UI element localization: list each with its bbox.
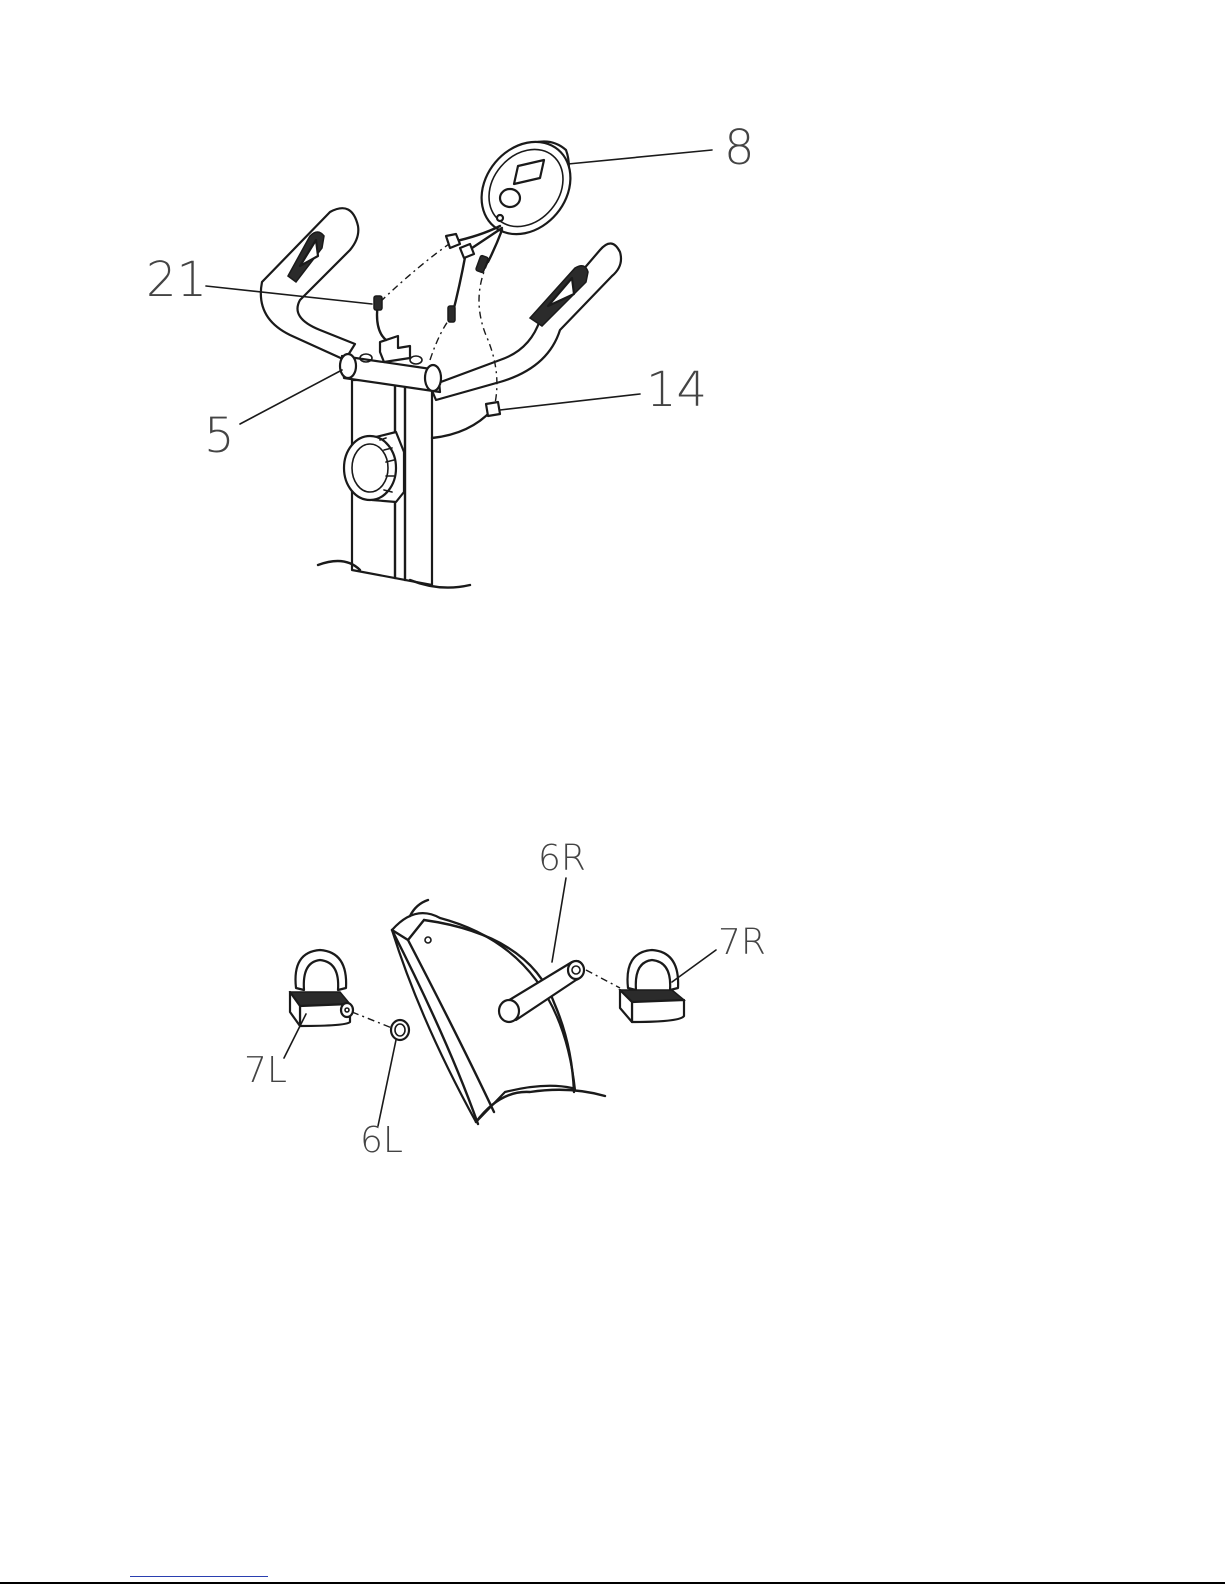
tension-knob xyxy=(344,432,404,502)
pedal-left xyxy=(290,950,353,1026)
callout-6R: 6R xyxy=(538,838,586,879)
callout-5: 5 xyxy=(204,408,235,464)
callout-7R: 7R xyxy=(718,922,766,963)
pedal-right xyxy=(620,950,684,1022)
callout-21: 21 xyxy=(146,252,207,308)
page-bottom-rule xyxy=(0,1582,1225,1584)
callout-6L: 6L xyxy=(360,1120,403,1161)
callout-8: 8 xyxy=(724,120,755,176)
handlebar xyxy=(261,208,621,438)
callout-14: 14 xyxy=(646,362,707,418)
footer-link-underline xyxy=(130,1576,268,1577)
upright-post xyxy=(318,380,470,588)
crank-bolt-left xyxy=(391,1020,409,1040)
callout-7L: 7L xyxy=(244,1050,287,1091)
console-assembly-figure: 8 21 5 14 xyxy=(146,120,755,588)
pedal-assembly-figure: 6R 7R 7L 6L xyxy=(244,838,766,1161)
